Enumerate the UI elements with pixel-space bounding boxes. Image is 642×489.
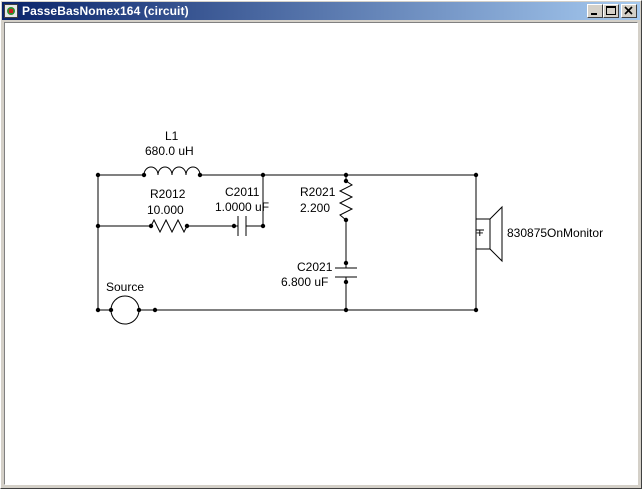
app-icon[interactable] bbox=[4, 4, 18, 18]
window-title: PasseBasNomex164 (circuit) bbox=[22, 4, 189, 18]
window-controls bbox=[587, 4, 637, 18]
maximize-icon bbox=[606, 6, 616, 15]
maximize-button[interactable] bbox=[603, 4, 619, 18]
close-icon bbox=[624, 6, 633, 15]
junction-dots bbox=[95, 172, 479, 313]
capacitor-C2011-symbol[interactable] bbox=[237, 216, 247, 236]
minimize-button[interactable] bbox=[587, 4, 603, 18]
resistor-R2012-name: R2012 bbox=[150, 187, 186, 201]
resistor-R2021-value: 2.200 bbox=[300, 201, 331, 215]
capacitor-C2011-value: 1.0000 uF bbox=[215, 200, 270, 214]
inductor-L1-value: 680.0 uH bbox=[145, 144, 194, 158]
capacitor-C2011-name: C2011 bbox=[225, 185, 260, 199]
circuit-schematic bbox=[95, 166, 503, 325]
inductor-L1-symbol[interactable] bbox=[143, 166, 201, 176]
speaker-name: 830875OnMonitor bbox=[507, 226, 604, 240]
resistor-R2012-symbol[interactable] bbox=[150, 218, 188, 234]
capacitor-C2021-value: 6.800 uF bbox=[281, 275, 329, 289]
resistor-R2021-name: R2021 bbox=[300, 185, 336, 199]
source-name: Source bbox=[106, 280, 145, 294]
speaker-symbol[interactable] bbox=[475, 205, 503, 263]
capacitor-C2021-name: C2021 bbox=[297, 260, 333, 274]
close-button[interactable] bbox=[621, 4, 637, 18]
speaker-polarity-label: + bbox=[476, 225, 484, 240]
resistor-R2021-symbol[interactable] bbox=[338, 180, 354, 221]
resistor-R2012-value: 10.000 bbox=[147, 203, 184, 217]
schematic-canvas[interactable]: L1 680.0 uH R2012 10.000 C2011 1.0000 uF… bbox=[4, 22, 638, 485]
inductor-L1-name: L1 bbox=[165, 129, 179, 143]
voltage-source-symbol[interactable] bbox=[110, 295, 140, 325]
capacitor-C2021-symbol[interactable] bbox=[335, 267, 357, 278]
title-bar[interactable]: PasseBasNomex164 (circuit) bbox=[2, 2, 640, 20]
minimize-icon bbox=[591, 13, 597, 15]
